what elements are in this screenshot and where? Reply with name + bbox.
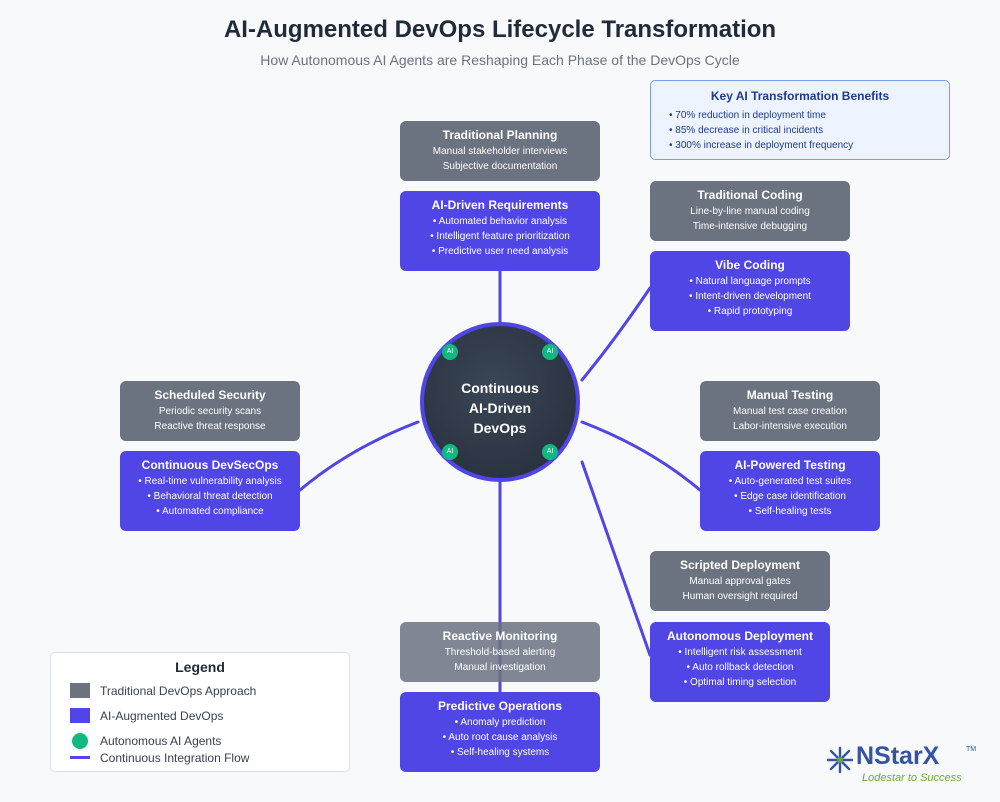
scripted-deployment-card: Scripted Deployment Manual approval gate…	[650, 551, 830, 611]
card-line: Reactive threat response	[154, 421, 266, 432]
card-line: • Self-healing systems	[450, 747, 550, 758]
card-line: Manual investigation	[454, 662, 546, 673]
legend: Legend Traditional DevOps Approach AI-Au…	[50, 652, 350, 772]
card-line: Manual stakeholder interviews	[432, 146, 568, 157]
legend-title: Legend	[175, 659, 225, 675]
legend-item: Autonomous AI Agents	[100, 734, 222, 748]
card-line: Human oversight required	[682, 591, 798, 602]
page-title: AI-Augmented DevOps Lifecycle Transforma…	[223, 16, 777, 43]
hub-label: Continuous AI-Driven DevOps	[424, 378, 576, 438]
card-title: Continuous DevSecOps	[141, 458, 279, 472]
card-line: • Auto root cause analysis	[442, 732, 558, 743]
benefit-item: • 85% decrease in critical incidents	[669, 125, 824, 136]
legend-item: Continuous Integration Flow	[100, 751, 250, 765]
logo-tagline: Lodestar to Success	[862, 772, 962, 784]
benefit-item: • 300% increase in deployment frequency	[669, 140, 854, 151]
ai-requirements-card: AI-Driven Requirements • Automated behav…	[400, 191, 600, 271]
hub-line: DevOps	[473, 420, 527, 436]
ai-agent-icon: AI	[542, 444, 558, 460]
traditional-planning-card: Traditional Planning Manual stakeholder …	[400, 121, 600, 181]
ai-agent-icon: AI	[442, 444, 458, 460]
card-line: Manual approval gates	[689, 576, 791, 587]
card-line: • Automated behavior analysis	[432, 216, 568, 227]
card-line: Manual test case creation	[733, 406, 847, 417]
card-line: • Anomaly prediction	[454, 717, 546, 728]
card-title: AI-Driven Requirements	[431, 198, 569, 212]
reactive-monitoring-card: Reactive Monitoring Threshold-based aler…	[400, 622, 600, 682]
card-line: • Automated compliance	[156, 506, 264, 517]
connector-deployment	[580, 460, 652, 657]
traditional-swatch	[70, 683, 90, 698]
card-title: Autonomous Deployment	[667, 629, 813, 643]
card-line: • Self-healing tests	[748, 506, 832, 517]
legend-item: Traditional DevOps Approach	[100, 684, 257, 698]
vibe-coding-card: Vibe Coding • Natural language prompts •…	[650, 251, 850, 331]
connector-coding	[580, 286, 652, 382]
card-line: Line-by-line manual coding	[690, 206, 810, 217]
card-title: AI-Powered Testing	[734, 458, 846, 472]
scheduled-security-card: Scheduled Security Periodic security sca…	[120, 381, 300, 441]
card-title: Predictive Operations	[437, 699, 563, 713]
devsecops-card: Continuous DevSecOps • Real-time vulnera…	[120, 451, 300, 531]
card-line: • Edge case identification	[734, 491, 846, 502]
predictive-operations-card: Predictive Operations • Anomaly predicti…	[400, 692, 600, 772]
card-title: Scripted Deployment	[679, 558, 801, 572]
card-line: • Natural language prompts	[689, 276, 811, 287]
ai-testing-card: AI-Powered Testing • Auto-generated test…	[700, 451, 880, 531]
card-title: Traditional Planning	[442, 128, 558, 142]
page-subtitle: How Autonomous AI Agents are Reshaping E…	[260, 52, 740, 68]
logo-wordmark: NStarX	[856, 742, 940, 770]
card-line: • Intelligent risk assessment	[678, 647, 802, 658]
card-line: • Predictive user need analysis	[431, 246, 569, 257]
benefits-panel: Key AI Transformation Benefits • 70% red…	[650, 80, 950, 160]
benefits-title: Key AI Transformation Benefits	[710, 89, 890, 103]
ai-swatch	[70, 708, 90, 723]
card-line: Time-intensive debugging	[692, 221, 808, 232]
card-title: Vibe Coding	[715, 258, 785, 272]
card-title: Manual Testing	[746, 388, 834, 402]
ai-agent-icon: AI	[542, 344, 558, 360]
autonomous-deployment-card: Autonomous Deployment • Intelligent risk…	[650, 622, 830, 702]
card-line: Threshold-based alerting	[444, 647, 556, 658]
card-line: • Intent-driven development	[689, 291, 811, 302]
card-line: • Intelligent feature prioritization	[430, 231, 570, 242]
hub-line: Continuous	[461, 380, 539, 396]
flow-swatch	[70, 756, 90, 759]
card-line: Subjective documentation	[442, 161, 558, 172]
nstarx-logo: NStarX TM Lodestar to Success	[826, 742, 986, 786]
trademark: TM	[966, 746, 977, 753]
manual-testing-card: Manual Testing Manual test case creation…	[700, 381, 880, 441]
connector-security	[298, 420, 420, 492]
connector-testing	[580, 420, 702, 492]
card-title: Traditional Coding	[697, 188, 803, 202]
devops-hub: Continuous AI-Driven DevOps AI AI AI AI	[420, 322, 580, 482]
hub-line: AI-Driven	[468, 400, 532, 416]
ai-agent-icon: AI	[442, 344, 458, 360]
agent-swatch	[72, 733, 88, 749]
benefit-item: • 70% reduction in deployment time	[669, 110, 826, 121]
card-line: • Auto rollback detection	[686, 662, 794, 673]
card-line: Periodic security scans	[158, 406, 262, 417]
legend-item: AI-Augmented DevOps	[100, 709, 224, 723]
card-line: • Rapid prototyping	[707, 306, 793, 317]
card-title: Reactive Monitoring	[442, 629, 558, 643]
card-line: • Behavioral threat detection	[147, 491, 273, 502]
card-line: • Real-time vulnerability analysis	[138, 476, 282, 487]
card-line: Labor-intensive execution	[733, 421, 847, 432]
star-icon	[826, 746, 854, 774]
card-title: Scheduled Security	[154, 388, 266, 402]
card-line: • Optimal timing selection	[683, 677, 797, 688]
card-line: • Auto-generated test suites	[728, 476, 852, 487]
traditional-coding-card: Traditional Coding Line-by-line manual c…	[650, 181, 850, 241]
